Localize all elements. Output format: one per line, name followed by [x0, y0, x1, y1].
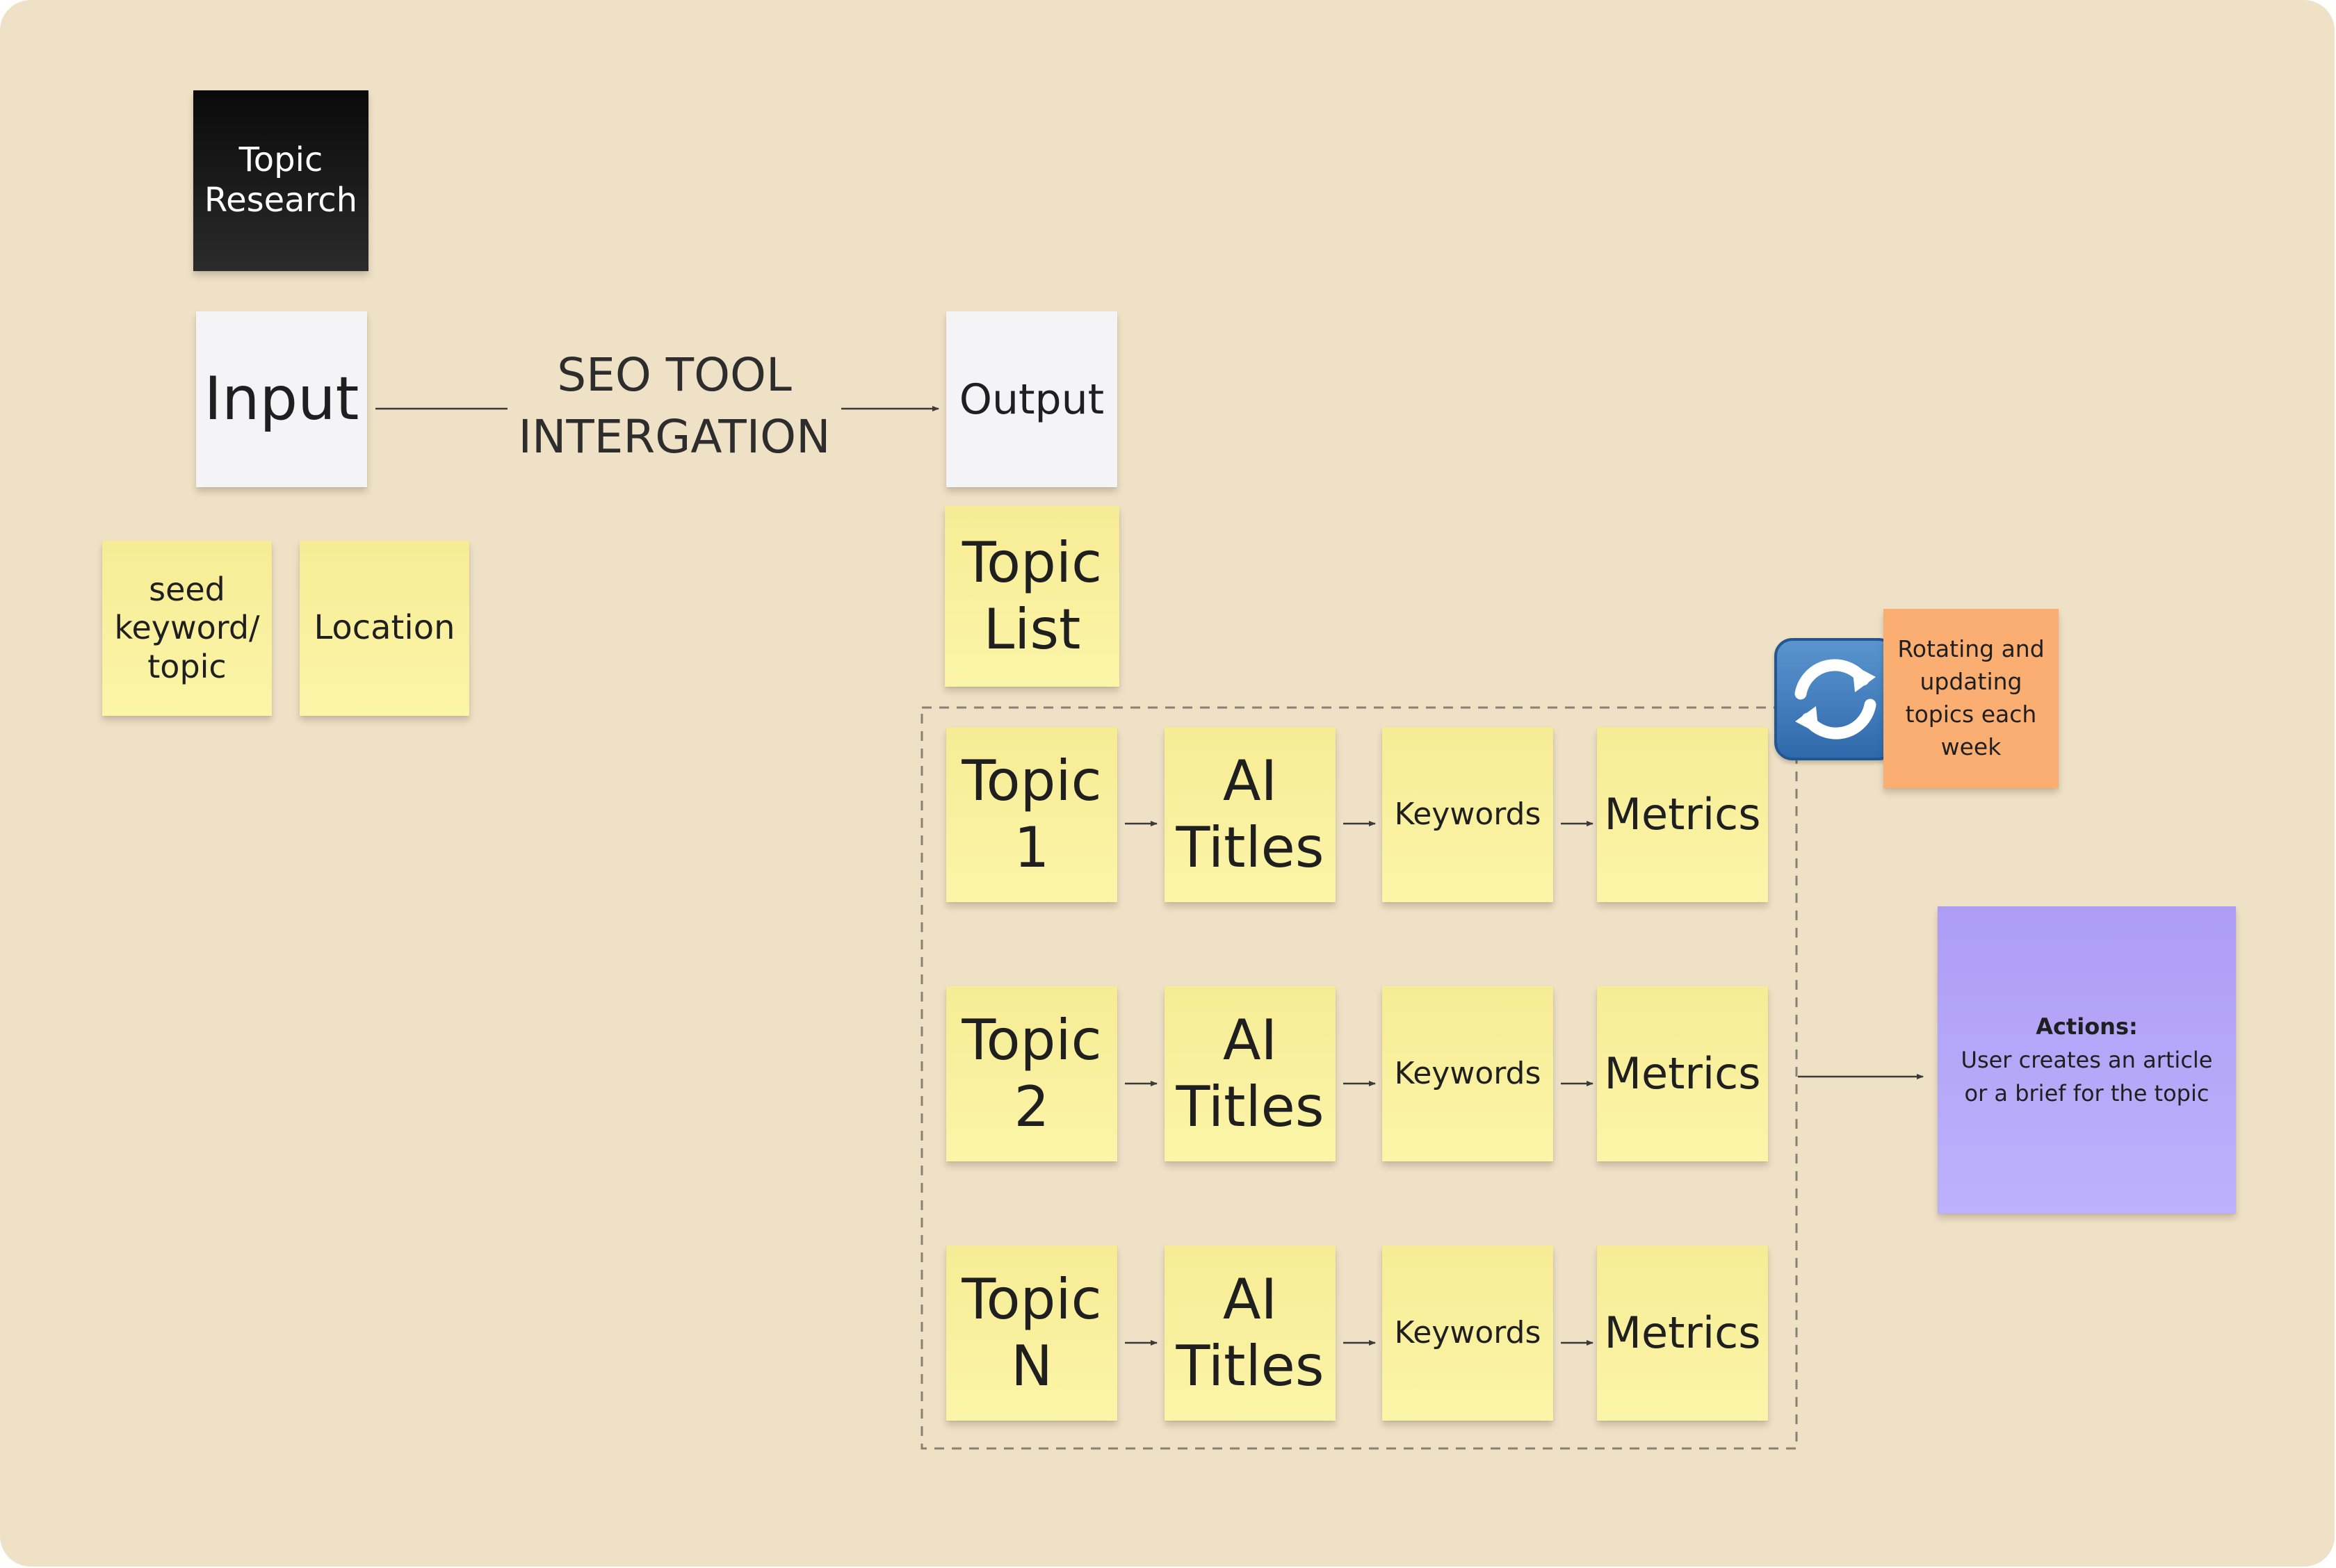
actions-line-2: or a brief for the topic: [1964, 1080, 2209, 1106]
topic-2-sticky[interactable]: Topic 2: [946, 986, 1117, 1161]
rotating-topics-note[interactable]: Rotating and updating topics each week: [1883, 609, 2059, 788]
ai-titles-3-line-1: AI: [1222, 1267, 1278, 1332]
rotating-line-4: week: [1940, 733, 2002, 760]
ai-titles-2-sticky[interactable]: AI Titles: [1165, 986, 1336, 1161]
metrics-1-label: Metrics: [1604, 788, 1761, 840]
topic-n-sticky[interactable]: Topic N: [946, 1246, 1117, 1421]
rotating-line-1: Rotating and: [1897, 635, 2045, 663]
actions-heading: Actions:: [2036, 1013, 2138, 1040]
topic-2-line-1: Topic: [962, 1008, 1102, 1072]
topic-2-line-2: 2: [1014, 1075, 1050, 1139]
keywords-3-sticky[interactable]: Keywords: [1382, 1246, 1553, 1421]
actions-line-1: User creates an article: [1961, 1047, 2213, 1073]
topic-1-sticky[interactable]: Topic 1: [946, 727, 1117, 902]
rotating-line-2: updating: [1920, 668, 2022, 696]
topic-research-card[interactable]: Topic Research: [193, 90, 368, 271]
output-label: Output: [959, 375, 1105, 424]
topic-n-line-1: Topic: [962, 1267, 1102, 1332]
topic-list-sticky[interactable]: Topic List: [945, 506, 1119, 687]
keywords-2-label: Keywords: [1394, 1055, 1541, 1091]
topic-research-line-2: Research: [204, 181, 358, 220]
seed-keyword-sticky[interactable]: seed keyword/ topic: [102, 541, 272, 716]
ai-titles-2-line-2: Titles: [1176, 1075, 1324, 1139]
topic-group-frame: [920, 706, 1798, 1450]
metrics-2-label: Metrics: [1604, 1047, 1761, 1099]
metrics-3-label: Metrics: [1604, 1307, 1761, 1358]
topic-1-line-2: 1: [1014, 815, 1050, 880]
topic-1-line-1: Topic: [962, 749, 1102, 813]
integration-line-1: SEO TOOL: [557, 348, 792, 402]
ai-titles-1-line-1: AI: [1222, 749, 1278, 813]
metrics-1-sticky[interactable]: Metrics: [1597, 727, 1768, 902]
output-card[interactable]: Output: [946, 311, 1117, 487]
input-card[interactable]: Input: [196, 311, 367, 487]
keywords-3-label: Keywords: [1394, 1314, 1541, 1350]
location-label: Location: [314, 608, 455, 648]
ai-titles-3-line-2: Titles: [1176, 1334, 1324, 1398]
topic-research-line-1: Topic: [238, 140, 323, 180]
counterclockwise-arrows-button-icon[interactable]: [1774, 638, 1897, 760]
keywords-1-sticky[interactable]: Keywords: [1382, 727, 1553, 902]
keywords-1-label: Keywords: [1394, 796, 1541, 832]
actions-note[interactable]: Actions: User creates an article or a br…: [1938, 906, 2236, 1214]
metrics-2-sticky[interactable]: Metrics: [1597, 986, 1768, 1161]
topic-n-line-2: N: [1011, 1334, 1053, 1398]
seed-line-2: keyword/: [114, 609, 260, 647]
metrics-3-sticky[interactable]: Metrics: [1597, 1246, 1768, 1421]
seed-line-1: seed: [149, 571, 225, 609]
seed-line-3: topic: [147, 647, 227, 685]
topic-list-line-2: List: [983, 597, 1081, 662]
keywords-2-sticky[interactable]: Keywords: [1382, 986, 1553, 1161]
seo-tool-integration-label: SEO TOOL INTERGATION: [501, 344, 848, 468]
ai-titles-1-sticky[interactable]: AI Titles: [1165, 727, 1336, 902]
location-sticky[interactable]: Location: [300, 541, 469, 716]
ai-titles-2-line-1: AI: [1222, 1008, 1278, 1072]
topic-list-line-1: Topic: [962, 530, 1103, 595]
input-label: Input: [204, 364, 359, 434]
ai-titles-3-sticky[interactable]: AI Titles: [1165, 1246, 1336, 1421]
rotating-line-3: topics each: [1905, 701, 2037, 728]
ai-titles-1-line-2: Titles: [1176, 815, 1324, 880]
integration-line-2: INTERGATION: [518, 410, 831, 464]
